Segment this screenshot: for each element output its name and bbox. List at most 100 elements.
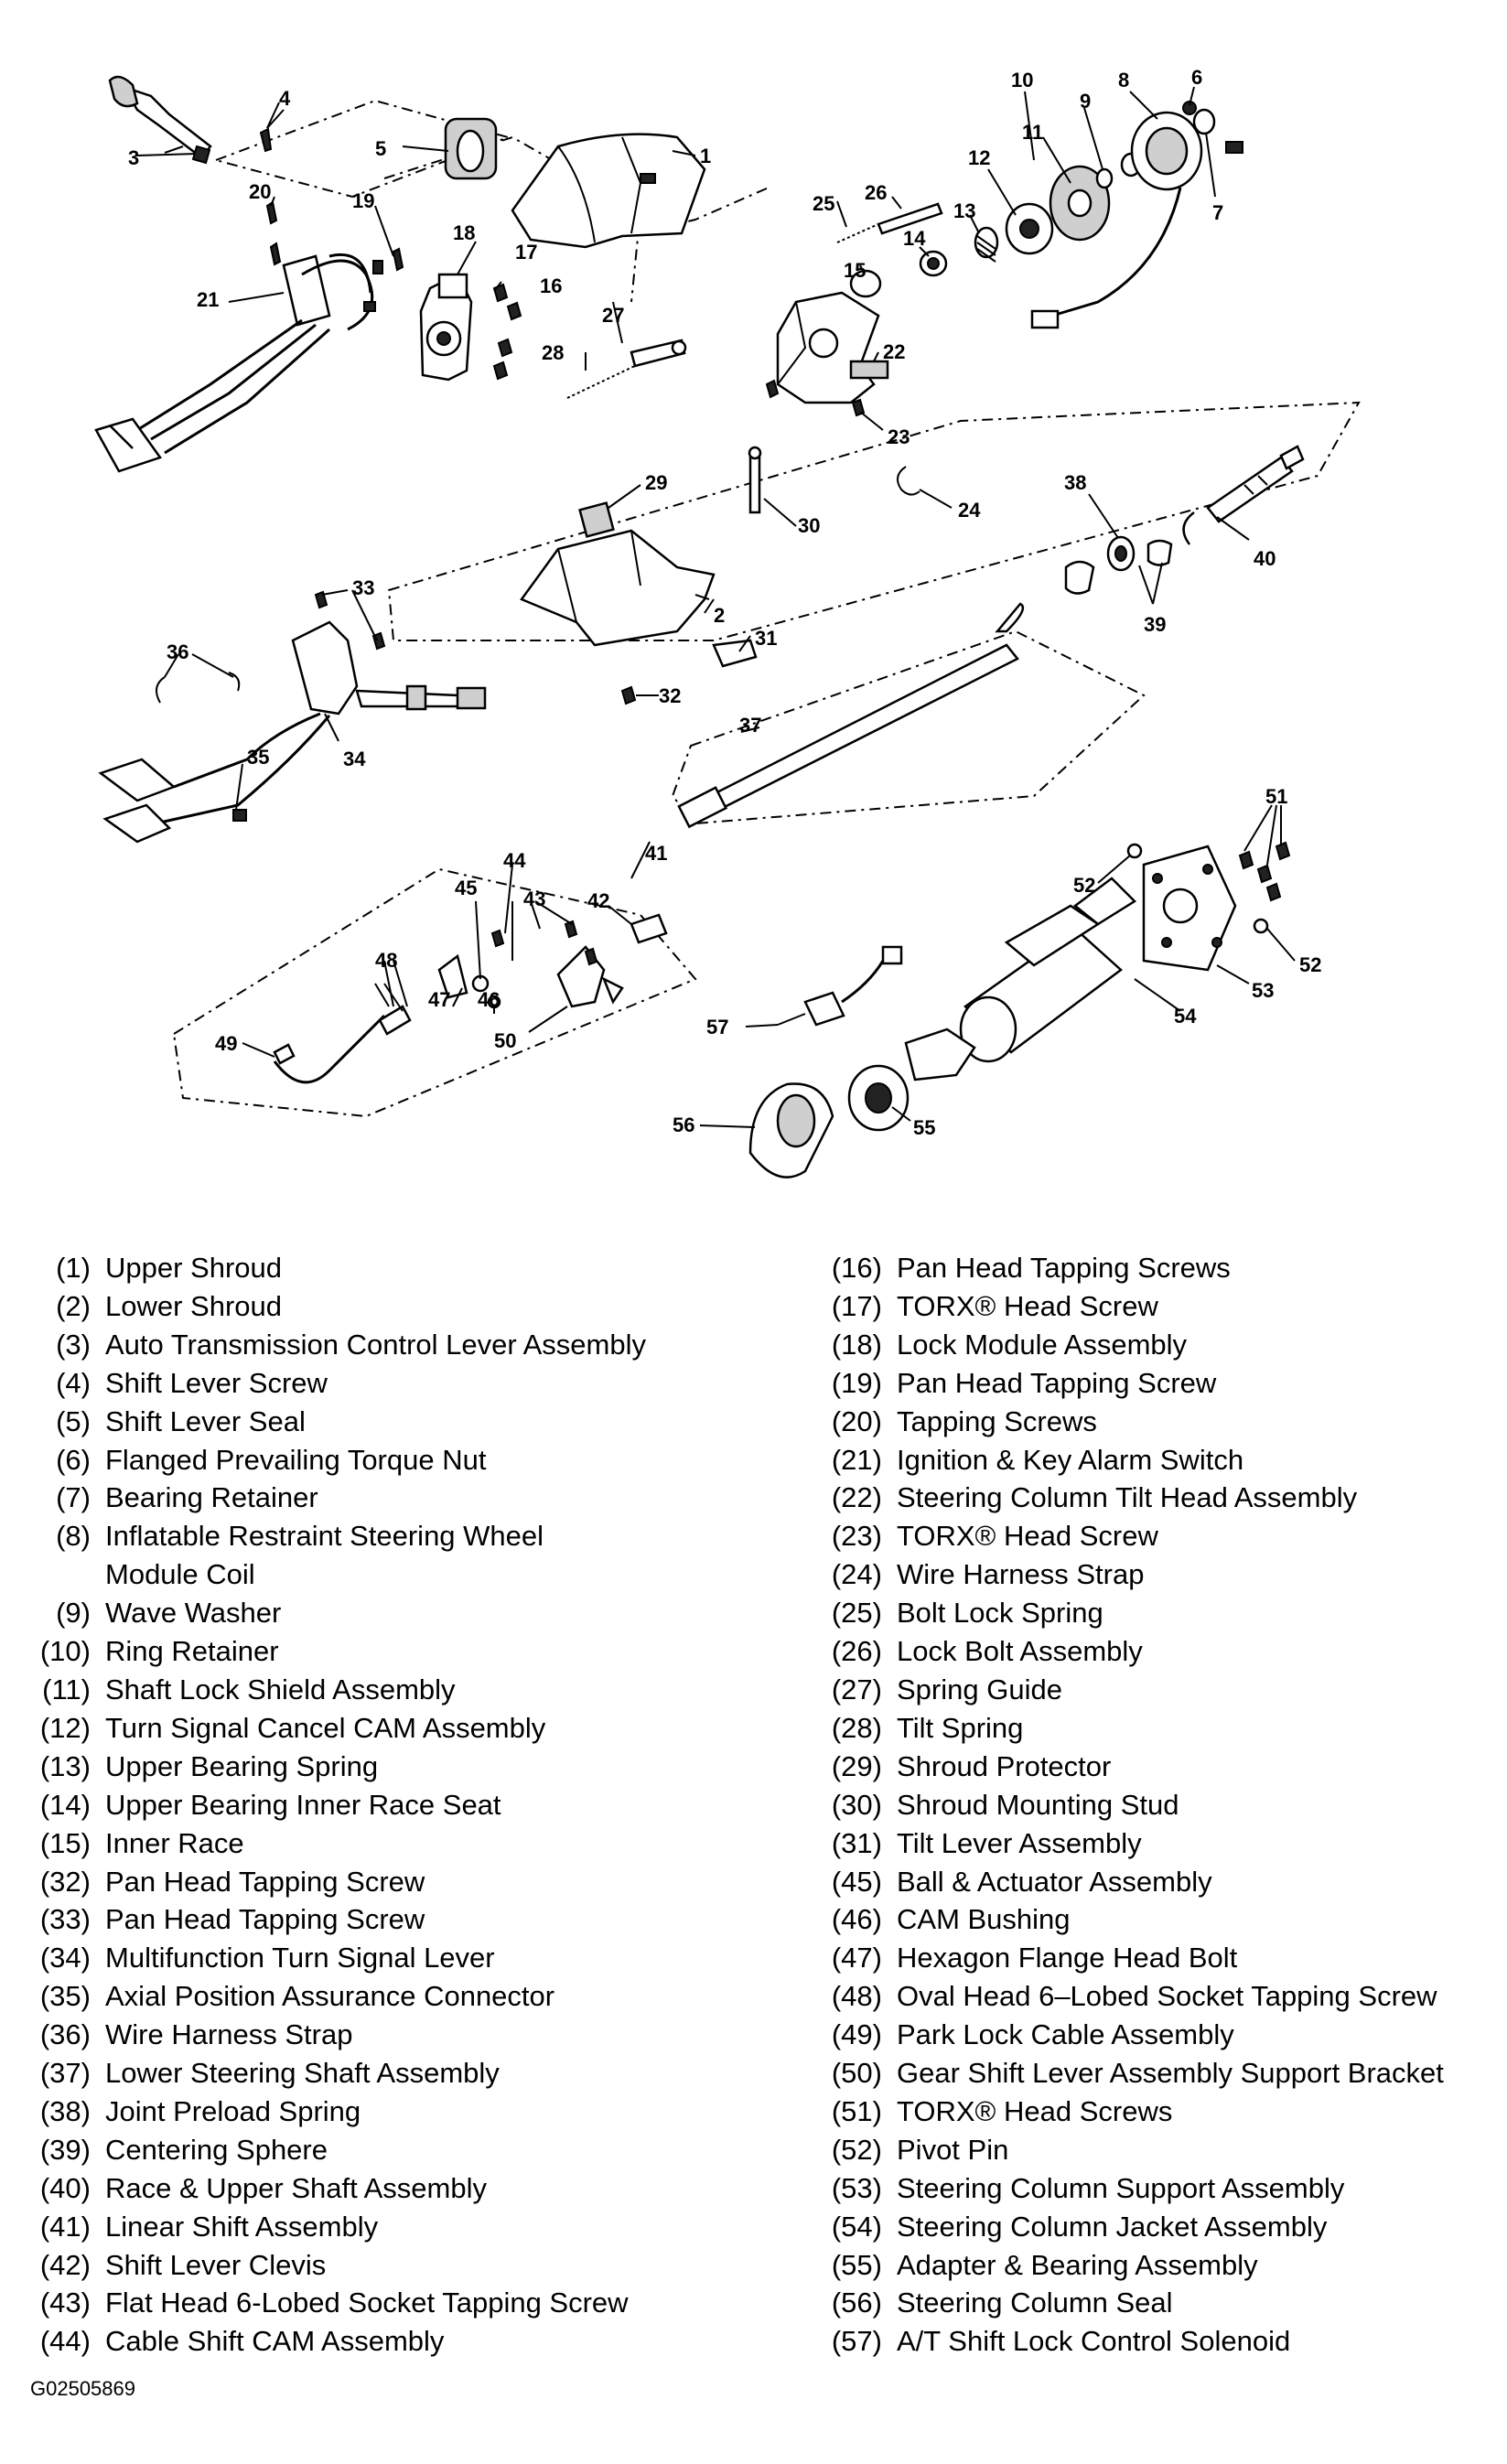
legend-item: (38)Joint Preload Spring [39, 2094, 361, 2127]
legend-item: (13)Upper Bearing Spring [39, 1749, 379, 1782]
legend-item: (9)Wave Washer [56, 1597, 282, 1630]
callout-16: 16 [540, 274, 562, 297]
callout-47: 47 [428, 988, 450, 1011]
column-screws-part [1126, 841, 1291, 934]
legend-item: (5)Shift Lever Seal [56, 1404, 306, 1437]
legend-item: (17)TORX® Head Screw [831, 1289, 1158, 1322]
tilt-head-part [765, 291, 889, 404]
callout-36: 36 [167, 640, 188, 663]
callout-11: 11 [1022, 121, 1043, 144]
column-seal-adapter-part [748, 1028, 976, 1178]
callout-38: 38 [1064, 471, 1086, 494]
legend-item: (1)Upper Shroud [56, 1252, 283, 1284]
lock-screws-part [492, 283, 522, 381]
callout-14: 14 [903, 227, 926, 250]
callout-28: 28 [542, 341, 564, 364]
legend-item: (51)TORX® Head Screws [831, 2094, 1173, 2127]
legend-item: (16)Pan Head Tapping Screws [831, 1252, 1231, 1284]
callout-57: 57 [706, 1016, 728, 1038]
callout-27: 27 [602, 304, 624, 327]
legend-item: (7)Bearing Retainer [56, 1481, 318, 1514]
callout-13: 13 [953, 199, 975, 222]
lock-module-part [392, 247, 473, 382]
lock-bolt-part [836, 202, 943, 243]
legend-item: (27)Spring Guide [831, 1673, 1062, 1705]
legend-item: (57)A/T Shift Lock Control Solenoid [831, 2325, 1291, 2358]
legend-item: (3)Auto Transmission Control Lever Assem… [56, 1328, 646, 1361]
callout-4: 4 [279, 87, 291, 110]
callout-labels: 1 2 3 4 5 6 7 8 9 10 11 12 13 14 15 16 1… [128, 66, 1321, 1139]
legend-item: (55)Adapter & Bearing Assembly [831, 2248, 1258, 2281]
legend-item: (44)Cable Shift CAM Assembly [39, 2325, 445, 2358]
legend-item: (35)Axial Position Assurance Connector [39, 1980, 555, 2013]
tilt-spring-part [566, 339, 687, 399]
legend-item: (45)Ball & Actuator Assembly [831, 1865, 1212, 1898]
callout-30: 30 [798, 514, 820, 537]
callout-18: 18 [453, 221, 475, 244]
callout-50: 50 [494, 1029, 516, 1052]
callout-51: 51 [1265, 785, 1287, 808]
legend-item: (10)Ring Retainer [39, 1635, 279, 1668]
callout-15: 15 [844, 259, 866, 282]
legend-item: (31)Tilt Lever Assembly [831, 1826, 1142, 1859]
callout-49: 49 [215, 1032, 237, 1055]
legend-item: (37)Lower Steering Shaft Assembly [39, 2057, 500, 2090]
lower-steering-shaft-part [677, 602, 1025, 829]
legend-item: (53)Steering Column Support Assembly [831, 2171, 1345, 2204]
legend-item: (8)Inflatable Restraint Steering Wheel M… [56, 1520, 544, 1591]
legend-item: (6)Flanged Prevailing Torque Nut [56, 1443, 487, 1476]
centering-sphere-part [1064, 539, 1173, 595]
cancel-cam-part [1005, 202, 1054, 255]
callout-29: 29 [645, 471, 667, 494]
callout-23: 23 [888, 425, 910, 448]
park-lock-cable-part [273, 983, 412, 1084]
legend-item: (11)Shaft Lock Shield Assembly [42, 1673, 456, 1705]
legend-item: (41)Linear Shift Assembly [39, 2210, 379, 2243]
legend-item: (42)Shift Lever Clevis [39, 2248, 327, 2281]
callout-3: 3 [128, 146, 139, 169]
callout-44: 44 [503, 849, 526, 872]
callout-43: 43 [523, 888, 545, 910]
callout-2: 2 [714, 604, 725, 627]
legend-item: (28)Tilt Spring [831, 1711, 1024, 1744]
parts-legend-right: (16)Pan Head Tapping Screws (17)TORX® He… [819, 1249, 1496, 2361]
legend-item: (26)Lock Bolt Assembly [831, 1635, 1143, 1668]
column-jacket-part [959, 877, 1136, 1063]
callout-45: 45 [455, 877, 477, 899]
legend-item: (21)Ignition & Key Alarm Switch [831, 1443, 1244, 1476]
legend-item: (48)Oval Head 6–Lobed Socket Tapping Scr… [831, 1980, 1437, 2013]
legend-item: (30)Shroud Mounting Stud [831, 1788, 1179, 1821]
callout-5: 5 [375, 137, 386, 160]
legend-item: (15)Inner Race [39, 1826, 244, 1859]
callout-35: 35 [247, 746, 269, 769]
linear-shift-part [437, 901, 668, 1009]
legend-item: (52)Pivot Pin [831, 2133, 1009, 2166]
legend-item: (56)Steering Column Seal [831, 2286, 1173, 2319]
legend-item: (24)Wire Harness Strap [831, 1558, 1145, 1591]
callout-33: 33 [352, 576, 374, 599]
legend-item: (29)Shroud Protector [831, 1749, 1112, 1782]
joint-preload-spring-part [1106, 535, 1136, 572]
module-coil-part [1030, 111, 1243, 329]
callout-40: 40 [1254, 547, 1276, 570]
legend-item: (23)TORX® Head Screw [831, 1520, 1158, 1553]
lower-shroud-part [520, 446, 762, 705]
callout-52: 52 [1073, 874, 1095, 897]
legend-item: (20)Tapping Screws [831, 1404, 1097, 1437]
callout-34: 34 [343, 748, 366, 770]
legend-item: (12)Turn Signal Cancel CAM Assembly [39, 1711, 546, 1744]
callout-31: 31 [755, 627, 777, 650]
callout-25: 25 [813, 192, 834, 215]
callout-42: 42 [587, 889, 609, 912]
bearing-stack-part [849, 226, 999, 298]
legend-item: (34)Multifunction Turn Signal Lever [39, 1942, 495, 1974]
figure-id: G02505869 [30, 2377, 135, 2400]
callout-55: 55 [913, 1116, 935, 1139]
callout-7: 7 [1212, 201, 1223, 224]
callout-12: 12 [968, 146, 990, 169]
legend-item: (33)Pan Head Tapping Screw [39, 1903, 425, 1936]
callout-22: 22 [883, 340, 905, 363]
legend-item: (14)Upper Bearing Inner Race Seat [39, 1788, 501, 1821]
legend-item: (18)Lock Module Assembly [831, 1328, 1188, 1361]
callout-39: 39 [1144, 613, 1166, 636]
